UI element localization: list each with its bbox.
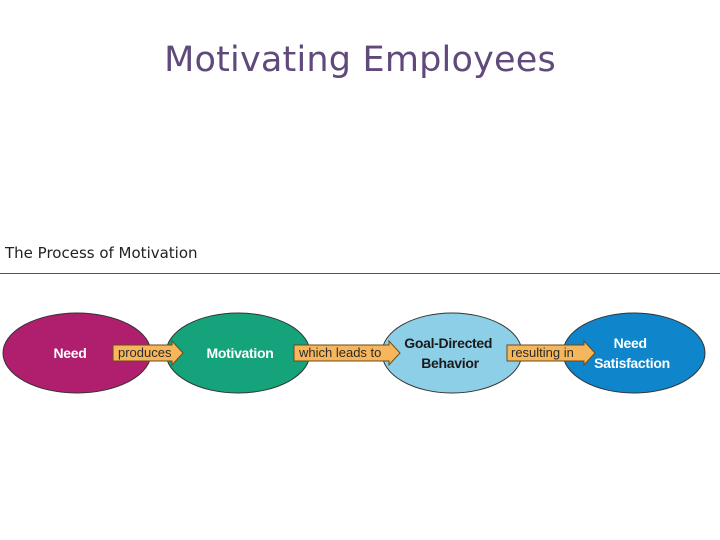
node-need-label-line: Need: [53, 345, 86, 361]
edge-produces: produces: [112, 339, 184, 367]
node-need-satisfaction-label-line-2: Satisfaction: [594, 355, 670, 371]
node-need-satisfaction-label: Need Satisfaction: [594, 335, 670, 371]
node-goal-directed-behavior: Goal-Directed Behavior: [381, 312, 523, 394]
edge-which-leads-to-label: which leads to: [298, 345, 381, 360]
node-goal-directed-behavior-label-line-2: Behavior: [421, 355, 479, 371]
node-need-satisfaction: Need Satisfaction: [562, 312, 706, 394]
node-need-label: Need: [53, 345, 86, 361]
node-motivation-label-line: Motivation: [207, 345, 274, 361]
node-goal-directed-behavior-label: Goal-Directed Behavior: [404, 335, 496, 371]
node-motivation-label: Motivation: [207, 345, 274, 361]
node-goal-directed-behavior-label-line-1: Goal-Directed: [404, 335, 492, 351]
edge-which-leads-to-arrow: [293, 339, 401, 367]
page-title: Motivating Employees: [164, 40, 556, 80]
edge-which-leads-to: which leads to: [293, 339, 401, 367]
node-need-satisfaction-label-line-1: Need: [614, 335, 647, 351]
node-goal-directed-behavior-shape: [381, 312, 523, 394]
edge-resulting-in: resulting in: [506, 339, 596, 367]
node-motivation: Motivation: [165, 312, 311, 394]
edge-produces-label: produces: [118, 345, 172, 360]
edge-resulting-in-label: resulting in: [511, 345, 574, 360]
divider: [0, 273, 720, 274]
motivation-process-diagram: Need Motivation Goal-Directed Behavior N…: [2, 312, 706, 394]
edge-produces-arrow: [112, 339, 184, 367]
edge-resulting-in-arrow: [506, 339, 596, 367]
figure-caption: The Process of Motivation: [5, 244, 198, 262]
